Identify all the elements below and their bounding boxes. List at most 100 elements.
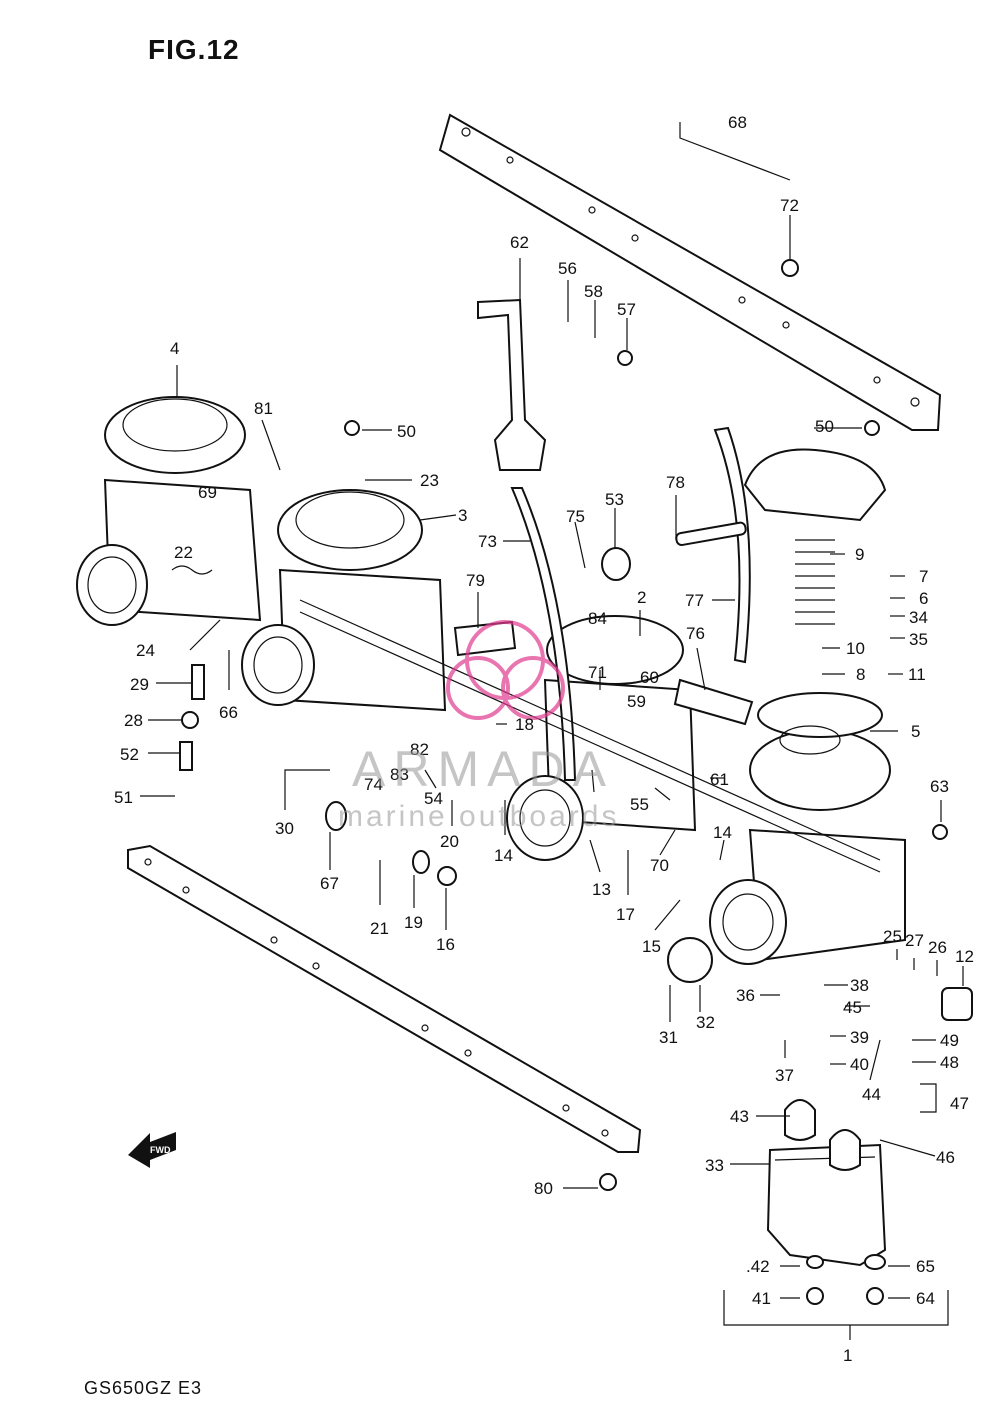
callout-12: 12 (955, 947, 974, 966)
callout-14a: 14 (494, 846, 513, 865)
callout-66: 66 (219, 703, 238, 722)
callout-50a: 50 (397, 422, 416, 441)
float (784, 1099, 861, 1171)
callout-36: 36 (736, 986, 755, 1005)
callout-32: 32 (696, 1013, 715, 1032)
choke-bracket (477, 298, 547, 471)
callout-31: 31 (659, 1028, 678, 1047)
callout-73: 73 (478, 532, 497, 551)
callout-34: 34 (909, 608, 928, 627)
callout-labels: 1 2 3 4 5 6 7 8 9 10 11 12 13 14 14 15 1… (114, 113, 974, 1365)
diaphragm-32 (667, 937, 713, 983)
callout-74: 74 (364, 775, 383, 794)
callout-81: 81 (254, 399, 273, 418)
callout-2: 2 (637, 588, 646, 607)
callout-10: 10 (846, 639, 865, 658)
throttle-shaft (299, 599, 881, 873)
vent-hose (713, 426, 751, 664)
callout-27: 27 (905, 931, 924, 950)
cap-53 (601, 547, 631, 581)
callout-23: 23 (420, 471, 439, 490)
nut-16 (437, 866, 457, 886)
callout-13: 13 (592, 880, 611, 899)
callout-21: 21 (370, 919, 389, 938)
watermark-logo (446, 620, 565, 720)
callout-55: 55 (630, 795, 649, 814)
callout-63: 63 (930, 777, 949, 796)
callout-64: 64 (916, 1289, 935, 1308)
callout-20: 20 (440, 832, 459, 851)
nut-28 (181, 711, 199, 729)
callout-14b: 14 (713, 823, 732, 842)
callout-46: 46 (936, 1148, 955, 1167)
callout-78: 78 (666, 473, 685, 492)
callout-65: 65 (916, 1257, 935, 1276)
fuel-hose (510, 487, 577, 781)
callout-68: 68 (728, 113, 747, 132)
gasket-42 (806, 1255, 824, 1269)
callout-38: 38 (850, 976, 869, 995)
callout-51: 51 (114, 788, 133, 807)
callout-48: 48 (940, 1053, 959, 1072)
callout-70: 70 (650, 856, 669, 875)
callout-49: 49 (940, 1031, 959, 1050)
callout-42: .42 (746, 1257, 770, 1276)
screw-50-left (344, 420, 360, 436)
screw-78 (675, 521, 747, 547)
washer-19 (412, 850, 430, 874)
callout-61: 61 (710, 770, 729, 789)
cap-12 (941, 987, 973, 1021)
cap-63 (932, 824, 948, 840)
screw-57 (617, 350, 633, 366)
callout-76: 76 (686, 624, 705, 643)
carburetor-body-4 (76, 396, 262, 626)
callout-44: 44 (862, 1085, 881, 1104)
callout-79: 79 (466, 571, 485, 590)
callout-84: 84 (588, 609, 607, 628)
callout-5: 5 (911, 722, 920, 741)
callout-54: 54 (424, 789, 443, 808)
callout-67: 67 (320, 874, 339, 893)
callout-17: 17 (616, 905, 635, 924)
callout-80: 80 (534, 1179, 553, 1198)
washer-67 (325, 801, 347, 831)
callout-62: 62 (510, 233, 529, 252)
callout-72: 72 (780, 196, 799, 215)
leader-lines (140, 122, 964, 1340)
washer-65 (864, 1254, 886, 1270)
plunger-52 (179, 741, 193, 771)
callout-30: 30 (275, 819, 294, 838)
callout-41: 41 (752, 1289, 771, 1308)
vacuum-chamber-cap (743, 448, 887, 625)
float-bowl (766, 1143, 887, 1267)
screw-72 (781, 259, 799, 277)
callout-83: 83 (390, 765, 409, 784)
callout-35: 35 (909, 630, 928, 649)
drain-screw-64 (866, 1287, 884, 1305)
callout-33: 33 (705, 1156, 724, 1175)
callout-3: 3 (458, 506, 467, 525)
callout-11: 11 (908, 665, 926, 684)
callout-22: 22 (174, 543, 193, 562)
carburetor-body-1 (709, 692, 906, 965)
callout-59: 59 (627, 692, 646, 711)
fwd-arrow-icon: FWD (128, 1132, 176, 1168)
callout-50b: 50 (815, 417, 834, 436)
callout-16: 16 (436, 935, 455, 954)
callout-47: 47 (950, 1094, 969, 1113)
drain-screw-41 (806, 1287, 824, 1305)
watermark-tagline: marine outboards (338, 800, 620, 833)
callout-15: 15 (642, 937, 661, 956)
svg-text:FWD: FWD (150, 1145, 171, 1155)
callout-56: 56 (558, 259, 577, 278)
upper-mounting-plate (438, 113, 942, 431)
callout-24: 24 (136, 641, 155, 660)
joint-76 (673, 678, 754, 726)
callout-52: 52 (120, 745, 139, 764)
lower-mounting-plate (127, 844, 642, 1153)
callout-40: 40 (850, 1055, 869, 1074)
callout-25: 25 (883, 927, 902, 946)
callout-18: 18 (515, 715, 534, 734)
callout-58: 58 (584, 282, 603, 301)
